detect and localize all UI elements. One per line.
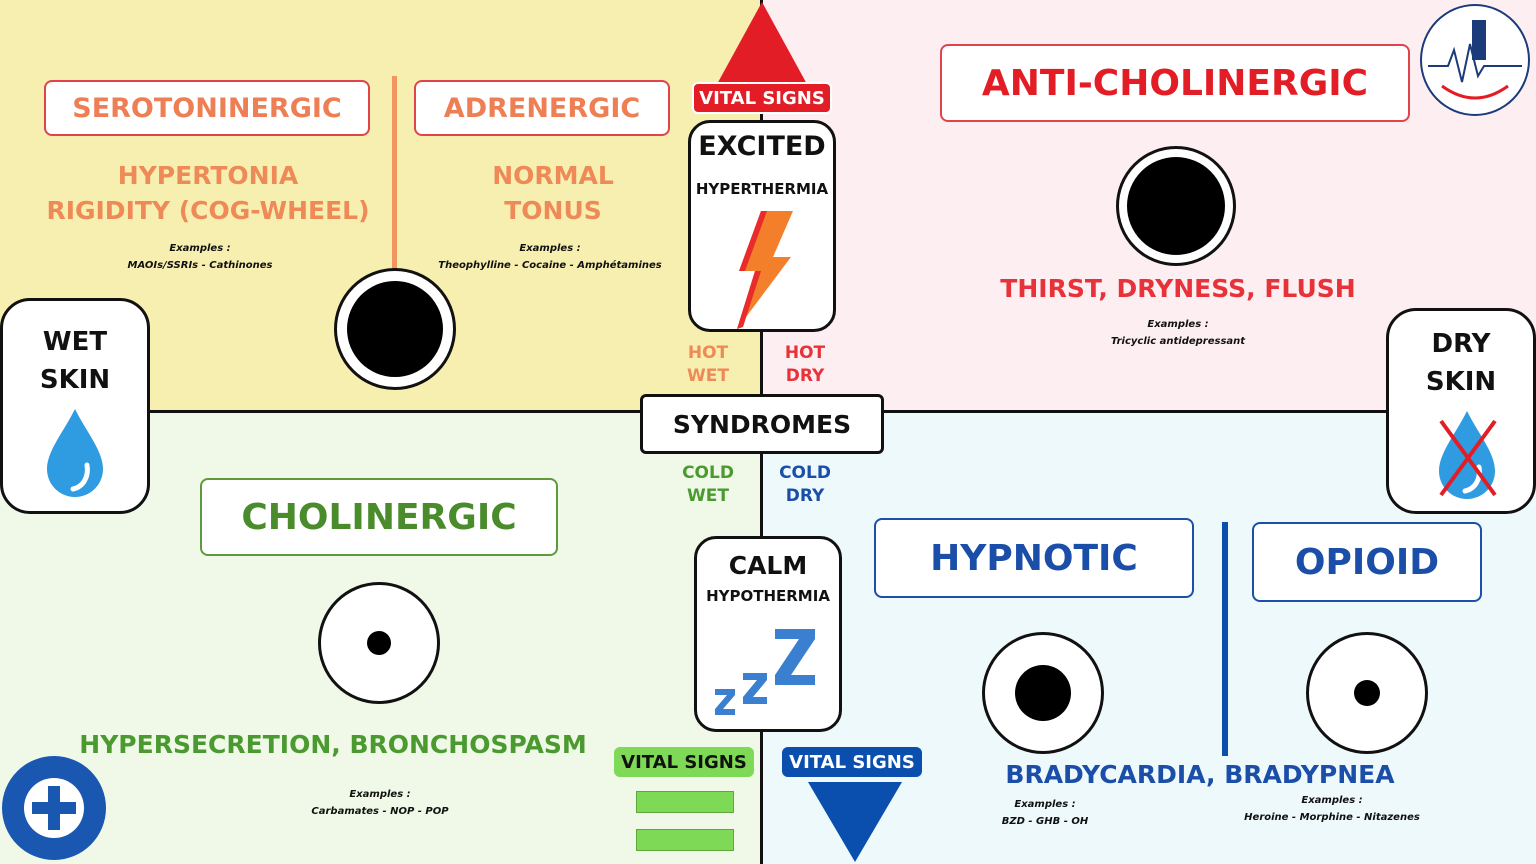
- equal-bar-bottom: [636, 829, 734, 851]
- calm-subtitle: HYPOTHERMIA: [706, 587, 830, 605]
- miosis-pupil-icon: [1306, 632, 1428, 754]
- anticholinergic-examples: Examples : Tricyclic antidepressant: [1110, 319, 1246, 347]
- dilated-pupil-right-icon: [1116, 146, 1236, 266]
- cold-wet-label: COLD WET: [682, 463, 734, 506]
- smur-logo: [1420, 4, 1530, 116]
- excited-subtitle: HYPERTHERMIA: [695, 180, 829, 198]
- vital-signs-down-tag: VITAL SIGNS: [782, 747, 922, 777]
- syndromes-center: SYNDROMES: [640, 394, 884, 454]
- adrenergic-examples: Examples : Theophylline - Cocaine - Amph…: [438, 243, 662, 271]
- adrenergic-box: ADRENERGIC: [414, 80, 670, 136]
- wet-skin-card: WET SKIN: [0, 298, 150, 514]
- hot-dry-label: HOT DRY: [784, 343, 826, 386]
- vital-signs-normal-tag: VITAL SIGNS: [614, 747, 754, 777]
- dilated-pupil-icon: [334, 268, 456, 390]
- calm-title: CALM: [728, 551, 808, 580]
- dry-skin-card: DRY SKIN: [1386, 308, 1536, 514]
- normal-pupil-icon: [982, 632, 1104, 754]
- serotoninergic-examples: Examples : MAOIs/SSRIs - Cathinones: [127, 243, 273, 271]
- equal-bar-top: [636, 791, 734, 813]
- cold-dry-label: COLD DRY: [779, 463, 831, 506]
- sleep-zzz-icon: [715, 629, 815, 715]
- arrow-down-icon: [808, 782, 902, 862]
- opioid-examples: Examples : Heroine - Morphine - Nitazene…: [1244, 795, 1420, 823]
- anticholinergic-box: ANTI-CHOLINERGIC: [940, 44, 1410, 122]
- bradycardia-signs: BRADYCARDIA, BRADYPNEA: [1005, 760, 1395, 789]
- water-drop-icon: [47, 409, 103, 497]
- calm-card: CALM HYPOTHERMIA: [694, 536, 842, 732]
- adrenergic-signs: NORMAL TONUS: [492, 161, 614, 225]
- marins-pompiers-logo: [2, 756, 106, 860]
- cholinergic-signs: HYPERSECRETION, BRONCHOSPASM: [79, 730, 587, 759]
- anticholinergic-signs: THIRST, DRYNESS, FLUSH: [1000, 274, 1356, 303]
- blue-divider: [1222, 522, 1228, 756]
- arrow-up-icon: [716, 2, 808, 86]
- orange-divider: [392, 76, 397, 270]
- excited-title: EXCITED: [698, 131, 826, 162]
- lightning-icon: [737, 211, 793, 329]
- excited-card: EXCITED HYPERTHERMIA: [688, 120, 836, 332]
- cholinergic-box: CHOLINERGIC: [200, 478, 558, 556]
- serotoninergic-box: SEROTONINERGIC: [44, 80, 370, 136]
- hypnotic-box: HYPNOTIC: [874, 518, 1194, 598]
- serotoninergic-signs: HYPERTONIA RIGIDITY (COG-WHEEL): [46, 161, 370, 225]
- hot-wet-label: HOT WET: [687, 343, 729, 386]
- hypnotic-examples: Examples : BZD - GHB - OH: [1001, 799, 1089, 827]
- crossed-water-drop-icon: [1439, 411, 1497, 499]
- pinpoint-pupil-icon: [318, 582, 440, 704]
- opioid-box: OPIOID: [1252, 522, 1482, 602]
- cholinergic-examples: Examples : Carbamates - NOP - POP: [311, 789, 449, 817]
- vital-signs-up-tag: VITAL SIGNS: [692, 82, 832, 114]
